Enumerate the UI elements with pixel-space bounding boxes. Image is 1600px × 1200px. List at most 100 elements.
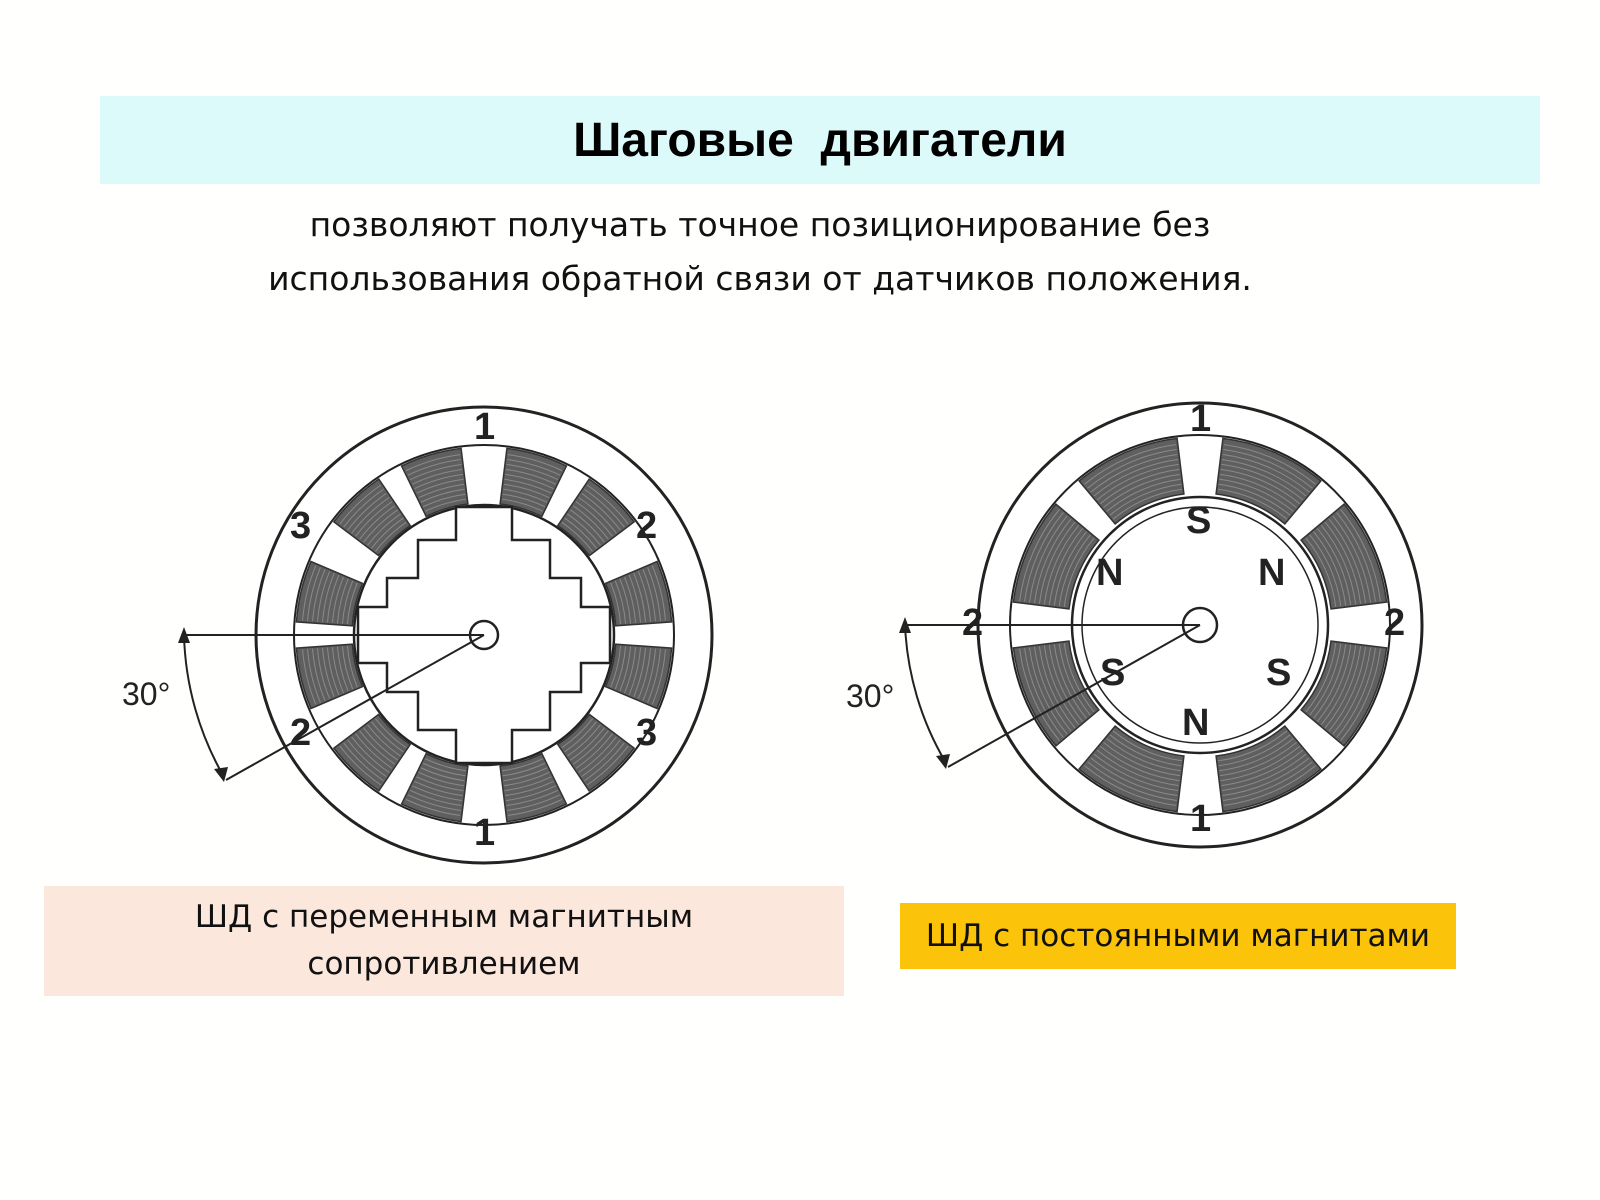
winding-turn (1324, 521, 1362, 604)
winding-turn (503, 483, 550, 499)
winding-turn (1087, 449, 1177, 489)
winding-turn (307, 567, 321, 621)
winding-turn (363, 727, 399, 761)
winding-turn (1219, 473, 1297, 508)
winding-turn (637, 648, 651, 699)
winding-turn (1220, 468, 1301, 505)
winding-turn (1320, 645, 1357, 726)
winding-turn (506, 464, 559, 481)
winding-turn (619, 578, 632, 624)
winding-segment (1300, 640, 1388, 747)
winding-turn (343, 488, 384, 528)
angle-label: 30° (122, 676, 170, 712)
winding-turn (584, 742, 625, 782)
magnet-label-top-s: S (1186, 500, 1211, 542)
winding-turn (501, 498, 544, 512)
winding-turn (322, 647, 335, 697)
winding-turn (1218, 734, 1291, 767)
winding-turn (312, 648, 326, 701)
winding-turn (341, 646, 354, 690)
winding-turn (327, 574, 340, 623)
winding-turn (412, 468, 463, 485)
slide-subtitle: позволяют получать точное позиционирован… (160, 198, 1360, 306)
winding-turn (1058, 643, 1091, 716)
winding-segment (1012, 640, 1100, 747)
pole-label-right-2: 2 (636, 505, 657, 547)
winding-turn (307, 649, 321, 703)
winding-turn (624, 576, 637, 623)
winding-turn (507, 798, 563, 816)
winding-turn (407, 459, 461, 476)
winding-turn (505, 780, 554, 797)
winding-turn (1220, 745, 1301, 782)
winding-turn (1340, 509, 1381, 602)
winding-turn (424, 498, 467, 512)
pole-label-top-1: 1 (474, 406, 495, 448)
winding-turn (502, 762, 546, 777)
winding-turn (1093, 753, 1179, 792)
winding-turn (1221, 749, 1304, 787)
winding-turn (1058, 534, 1091, 607)
winding-turn (1222, 757, 1310, 796)
winding-turn (1317, 528, 1352, 606)
winding-turn (409, 464, 462, 481)
winding-turn (359, 730, 396, 765)
winding-turn (578, 497, 617, 534)
angle-rotated-line (947, 624, 1201, 768)
winding-turn (501, 758, 544, 772)
winding-turn (1219, 478, 1294, 512)
winding-turn (572, 730, 609, 765)
winding-turn (363, 509, 399, 543)
winding-turn (1309, 534, 1342, 607)
slide-title: Шаговые двигатели (573, 113, 1067, 167)
stator-windings (295, 447, 673, 823)
winding-turn (375, 718, 407, 749)
winding-turn (1053, 531, 1087, 606)
winding-turn (416, 776, 464, 792)
magnet-label-lower-right-s: S (1266, 652, 1291, 694)
winding-turn (1029, 515, 1068, 603)
winding-turn (1328, 646, 1367, 732)
winding-turn (371, 517, 404, 549)
winding-segment (1012, 503, 1100, 610)
winding-turn (1219, 738, 1294, 772)
winding-turn (1099, 745, 1180, 782)
angle-arrow-top (899, 617, 911, 633)
winding-turn (569, 727, 605, 761)
angle-rotated-line (225, 634, 485, 781)
winding-turn (507, 454, 563, 472)
winding-turn (1305, 537, 1337, 608)
winding-turn (647, 649, 661, 703)
winding-turn (1106, 738, 1181, 772)
winding-turn (1093, 458, 1179, 497)
winding-segment (295, 643, 364, 710)
winding-segment (604, 560, 673, 627)
magnet-label-bottom-n: N (1182, 702, 1209, 744)
winding-turn (504, 776, 552, 792)
winding-turn (1053, 644, 1087, 719)
winding-turn (586, 484, 629, 525)
winding-turn (422, 762, 466, 777)
magnet-label-upper-right-n: N (1258, 552, 1285, 594)
winding-turn (575, 501, 613, 537)
winding-turn (637, 571, 651, 622)
winding-turn (420, 488, 465, 503)
winding-turn (1217, 488, 1288, 520)
winding-turn (507, 459, 561, 476)
winding-turn (367, 513, 401, 546)
winding-segment (1300, 503, 1388, 610)
pole-label-right-2: 2 (1384, 602, 1405, 644)
winding-turn (1223, 761, 1313, 801)
winding-turn (1019, 509, 1060, 602)
winding-turn (502, 493, 546, 508)
winding-turn (331, 576, 344, 623)
winding-turn (346, 582, 358, 625)
permanent-magnet-diagram: 30° 1 2 1 2 S N N S S N (830, 385, 1450, 875)
winding-turn (1328, 518, 1367, 604)
winding-turn (1324, 646, 1362, 729)
winding-turn (371, 721, 404, 753)
winding-turn (1221, 753, 1307, 792)
winding-turn (414, 473, 463, 490)
winding-turn (614, 646, 627, 690)
winding-turn (1063, 642, 1095, 713)
